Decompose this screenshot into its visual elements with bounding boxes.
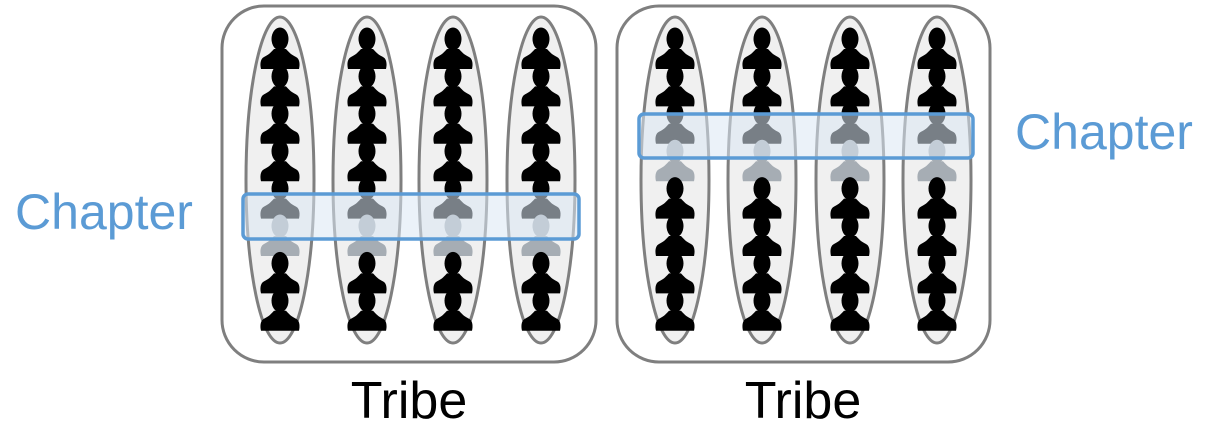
tribe-2-chapter-box	[637, 112, 975, 160]
squad	[417, 15, 489, 345]
tribe-2-frame	[615, 4, 992, 364]
tribe-1-chapter-box	[241, 192, 581, 241]
tribe-2-label: Tribe	[745, 372, 862, 424]
tribe-2: Tribe Chapter	[615, 4, 1193, 424]
tribe-1-chapter-label: Chapter	[15, 184, 193, 240]
tribe-1: Tribe Chapter	[15, 4, 598, 424]
tribe-1-squads	[244, 15, 577, 345]
squad	[726, 15, 798, 345]
squad	[505, 15, 577, 345]
tribe-1-label: Tribe	[351, 372, 468, 424]
tribe-2-squads	[639, 15, 973, 345]
squad	[814, 15, 886, 345]
squad	[639, 15, 711, 345]
tribe-2-chapter-label: Chapter	[1015, 104, 1193, 160]
tribe-1-frame	[220, 4, 598, 364]
squad	[244, 15, 316, 345]
tribe-1-chapter	[241, 192, 581, 241]
tribe-2-chapter	[637, 112, 975, 160]
squad	[901, 15, 973, 345]
squad	[331, 15, 403, 345]
